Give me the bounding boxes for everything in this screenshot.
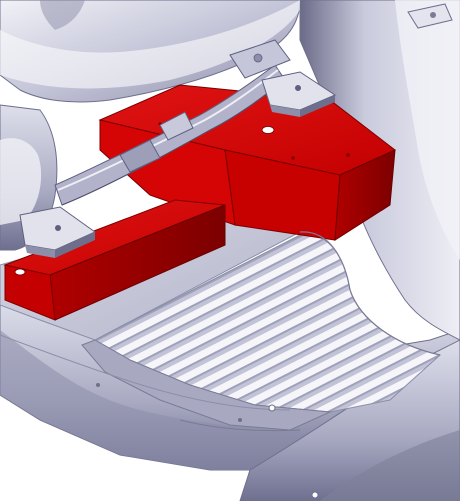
crossmember-rivet	[291, 156, 295, 160]
seat-bracket-front	[19, 206, 96, 258]
drain-hole	[311, 491, 319, 499]
floor-bottom-line	[179, 419, 301, 432]
crossmember-rivet	[346, 153, 350, 157]
crossmember-hole	[261, 126, 275, 134]
front-crossmember-hole	[14, 268, 26, 276]
seat-bracket-rear	[261, 71, 337, 117]
drain-hole	[238, 418, 242, 422]
drain-hole	[268, 404, 276, 412]
floor-edge-line	[299, 231, 441, 356]
bracket-bolt	[55, 225, 61, 231]
drain-hole	[96, 383, 100, 387]
rear-quarter-highlight	[395, 0, 460, 260]
floor-crossmember-front	[3, 199, 226, 321]
top-right-bracket	[407, 3, 453, 29]
left-pillar-highlight	[0, 138, 42, 225]
upper-body-highlight	[0, 0, 300, 89]
strut-upper-mount	[229, 39, 291, 79]
bracket-bolt	[295, 85, 301, 91]
upper-body-recess	[40, 0, 85, 30]
floor-panel-lip	[81, 339, 332, 431]
rear-lower-panel-shadow	[320, 430, 460, 501]
front-sill-shadow	[0, 330, 300, 470]
floor-lower-line	[0, 334, 291, 411]
